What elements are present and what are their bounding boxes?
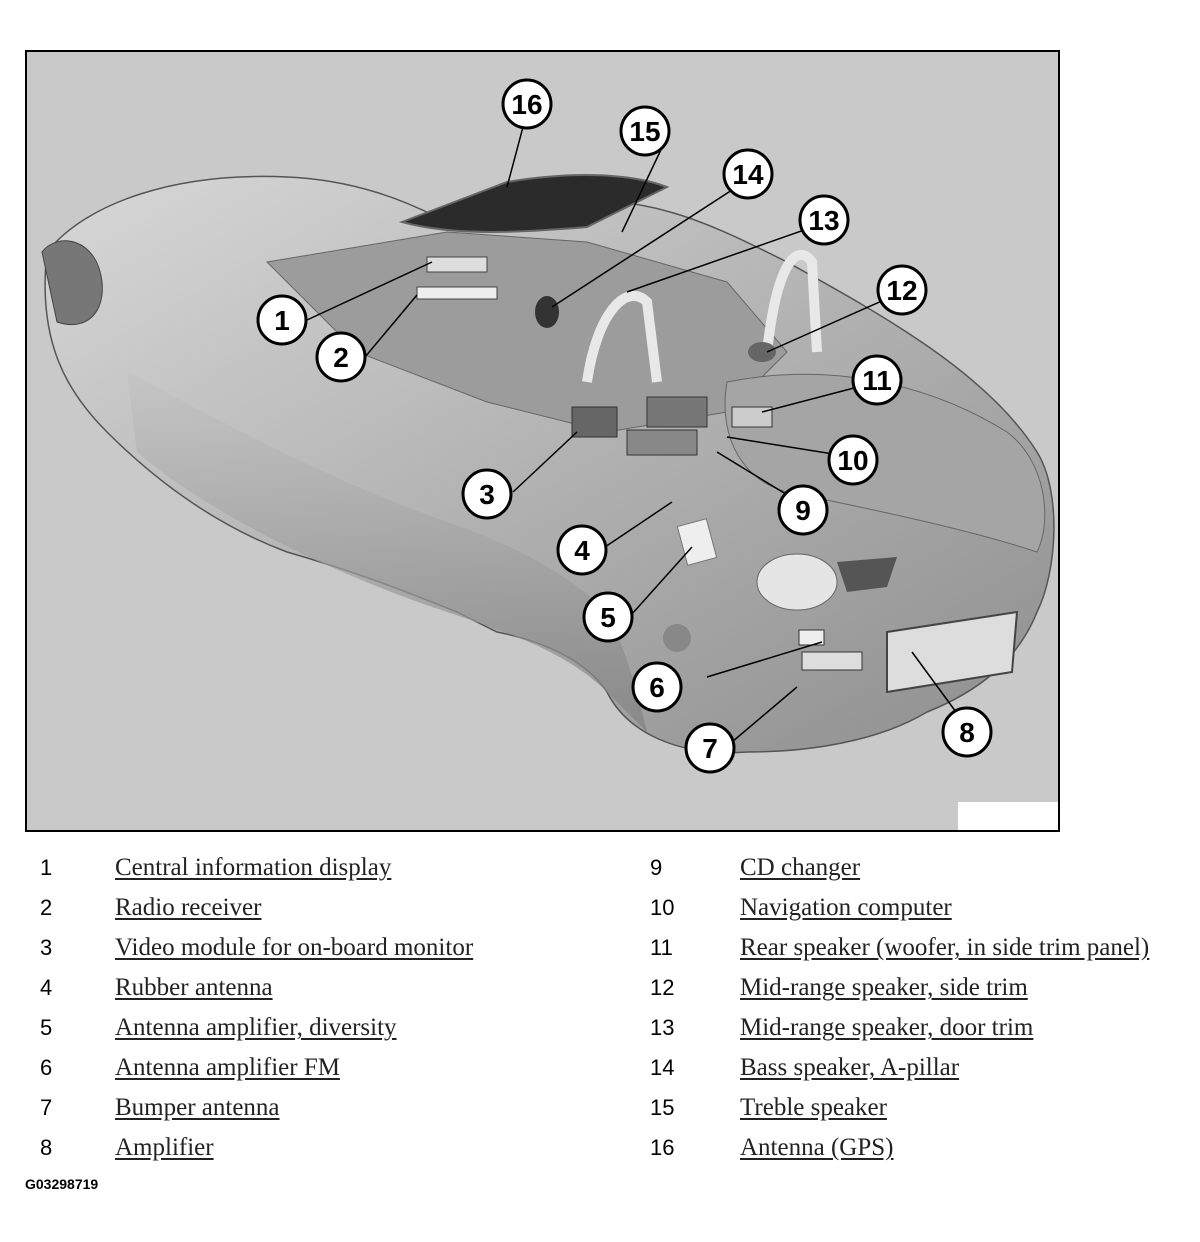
callout-9: 9: [777, 484, 829, 536]
license-plate: [886, 610, 1019, 694]
legend-link[interactable]: Central information display: [115, 854, 392, 881]
legend-item[interactable]: 5 Antenna amplifier, diversity: [40, 1010, 397, 1046]
tail-light: [756, 553, 838, 611]
legend-number: 13: [650, 1015, 675, 1040]
callout-14-label: 14: [732, 159, 764, 190]
legend-number: 2: [40, 895, 53, 920]
callout-6-label: 6: [649, 672, 665, 703]
legend-item[interactable]: 6 Antenna amplifier FM: [40, 1050, 340, 1086]
legend-item[interactable]: 4 Rubber antenna: [40, 970, 273, 1006]
callout-3-label: 3: [479, 479, 495, 510]
callout-3: 3: [461, 468, 513, 520]
legend-number: 16: [650, 1135, 675, 1160]
legend-item[interactable]: 12 Mid-range speaker, side trim: [650, 970, 1028, 1006]
legend-link[interactable]: Mid-range speaker, door trim: [740, 1014, 1034, 1041]
legend-number: 1: [40, 855, 53, 880]
callout-16-label: 16: [511, 89, 542, 120]
legend-number: 6: [40, 1055, 53, 1080]
callout-14: 14: [722, 148, 774, 200]
legend-link[interactable]: Amplifier: [115, 1134, 214, 1161]
callout-5: 5: [582, 591, 634, 643]
callout-8: 8: [941, 706, 993, 758]
legend-link[interactable]: Bumper antenna: [115, 1094, 280, 1121]
legend-link[interactable]: Antenna amplifier, diversity: [115, 1014, 397, 1041]
callout-8-label: 8: [959, 717, 975, 748]
windshield: [398, 174, 670, 233]
legend-item[interactable]: 3 Video module for on-board monitor: [40, 930, 473, 966]
legend-link[interactable]: CD changer: [740, 854, 861, 881]
legend-link[interactable]: Antenna (GPS): [740, 1134, 894, 1161]
legend-item[interactable]: 7 Bumper antenna: [40, 1090, 280, 1126]
callout-4-label: 4: [574, 535, 590, 566]
legend-link[interactable]: Bass speaker, A-pillar: [740, 1054, 960, 1081]
callout-12-label: 12: [886, 275, 917, 306]
legend-link[interactable]: Video module for on-board monitor: [115, 934, 474, 961]
callout-15-label: 15: [629, 116, 660, 147]
wheel-arch: [41, 240, 103, 326]
car-illustration: 1 2 3 4 5 6 7 8 9 10 11 12 13 14 15 16: [41, 78, 1055, 774]
callout-10-label: 10: [837, 445, 868, 476]
legend-item[interactable]: 9 CD changer: [650, 850, 860, 886]
legend-number: 8: [40, 1135, 53, 1160]
roll-bar: [582, 291, 662, 383]
callout-13-label: 13: [808, 205, 839, 236]
callout-markers: 1 2 3 4 5 6 7 8 9 10 11 12 13 14 15 16: [256, 78, 993, 774]
legend-number: 7: [40, 1095, 53, 1120]
legend-item[interactable]: 11 Rear speaker (woofer, in side trim pan…: [650, 930, 1149, 966]
callout-5-label: 5: [600, 602, 616, 633]
callout-7: 7: [684, 722, 736, 774]
legend-link[interactable]: Navigation computer: [740, 894, 952, 921]
legend-link[interactable]: Rear speaker (woofer, in side trim panel…: [740, 934, 1150, 961]
callout-11: 11: [851, 354, 903, 406]
legend-item[interactable]: 16 Antenna (GPS): [650, 1130, 893, 1166]
callout-6: 6: [631, 661, 683, 713]
legend-link[interactable]: Treble speaker: [740, 1094, 887, 1121]
callout-2-label: 2: [333, 342, 349, 373]
callout-1-label: 1: [274, 305, 290, 336]
legend-item[interactable]: 8 Amplifier: [40, 1130, 214, 1166]
legend-link[interactable]: Rubber antenna: [115, 974, 273, 1001]
legend-number: 12: [650, 975, 675, 1000]
legend-number: 15: [650, 1095, 675, 1120]
legend-number: 11: [650, 935, 673, 960]
legend-link[interactable]: Mid-range speaker, side trim: [740, 974, 1028, 1001]
legend-number: 14: [650, 1055, 675, 1080]
car-diagram: 1 2 3 4 5 6 7 8 9 10 11 12 13 14 15 16: [25, 50, 1060, 832]
callout-4: 4: [556, 524, 608, 576]
car-side-panel: [127, 372, 647, 732]
legend-number: 9: [650, 855, 663, 880]
callout-15: 15: [619, 105, 671, 157]
callout-12: 12: [876, 264, 928, 316]
legend-item[interactable]: 15 Treble speaker: [650, 1090, 887, 1126]
callout-2: 2: [315, 331, 367, 383]
callout-9-label: 9: [795, 495, 811, 526]
legend-item[interactable]: 14 Bass speaker, A-pillar: [650, 1050, 959, 1086]
legend-link[interactable]: Antenna amplifier FM: [115, 1054, 340, 1081]
figure-code: G03298719: [25, 1176, 99, 1192]
legend-item[interactable]: 10 Navigation computer: [650, 890, 952, 926]
callout-16: 16: [501, 78, 553, 130]
callout-7-label: 7: [702, 733, 718, 764]
callout-10: 10: [827, 434, 879, 486]
legend-item[interactable]: 2 Radio receiver: [40, 890, 261, 926]
legend-number: 10: [650, 895, 675, 920]
legend-item[interactable]: 13 Mid-range speaker, door trim: [650, 1010, 1033, 1046]
callout-11-label: 11: [862, 365, 892, 396]
callout-1: 1: [256, 294, 308, 346]
legend-number: 5: [40, 1015, 53, 1040]
callout-13: 13: [798, 194, 850, 246]
legend-number: 4: [40, 975, 53, 1000]
corner-blank: [958, 802, 1058, 830]
legend-item[interactable]: 1 Central information display: [40, 850, 391, 886]
legend-number: 3: [40, 935, 53, 960]
legend-link[interactable]: Radio receiver: [115, 894, 262, 921]
